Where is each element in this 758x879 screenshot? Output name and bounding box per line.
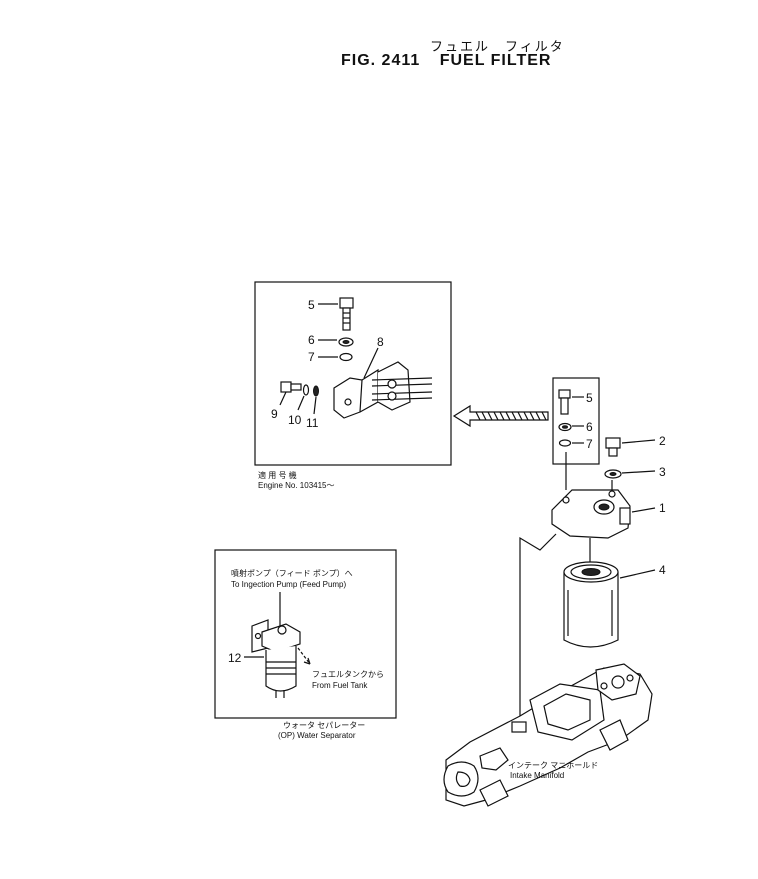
callout-5: 5 — [586, 391, 593, 405]
washer-6-inset — [318, 337, 354, 347]
callout-5-inset: 5 — [308, 298, 315, 312]
callout-1: 1 — [659, 501, 666, 515]
bracket-8 — [333, 347, 433, 419]
engine-label-japanese: 適 用 号 機 — [258, 470, 297, 480]
separator-frame — [214, 549, 397, 719]
figure-number: FIG. 2411 — [341, 52, 421, 69]
bolt-kit-frame — [552, 377, 600, 465]
tank-label-japanese: フュエルタンクから — [312, 670, 384, 679]
figure-title-japanese: フュエル フィルタ — [430, 39, 565, 54]
callout-6: 6 — [586, 420, 593, 434]
plug-2 — [605, 437, 656, 457]
tank-label: From Fuel Tank — [312, 681, 368, 690]
washer-10 — [297, 384, 310, 411]
bolt-kit-box — [552, 377, 600, 490]
direction-arrow — [452, 404, 549, 428]
washer-7-inset — [318, 352, 353, 362]
inset-water-separator — [214, 549, 397, 719]
washer-3 — [604, 469, 656, 496]
manifold-label-japanese: インテーク マニホールド — [508, 761, 598, 770]
inset-engine-variant: 5 6 7 8 9 10 11 — [254, 281, 452, 466]
bolt-5-inset — [318, 297, 354, 331]
pump-label: To Ingection Pump (Feed Pump) — [231, 580, 347, 589]
callout-11-inset: 11 — [306, 416, 319, 430]
callout-3: 3 — [659, 465, 666, 479]
callout-4: 4 — [659, 563, 666, 577]
separator-label-japanese: ウォータ セパレーター — [283, 721, 365, 730]
callout-9-inset: 9 — [271, 407, 278, 421]
inset-frame — [254, 281, 452, 466]
filter-cartridge-4 — [563, 561, 656, 648]
callout-10-inset: 10 — [288, 413, 302, 427]
callout-7: 7 — [586, 437, 593, 451]
washer-11 — [313, 385, 319, 415]
figure-title-english: FUEL FILTER — [439, 52, 552, 69]
mounting-leader-line — [519, 533, 557, 730]
intake-manifold — [443, 663, 653, 807]
callout-6-inset: 6 — [308, 333, 315, 347]
pump-label-japanese: 噴射ポンプ（フィード ポンプ）へ — [231, 568, 353, 578]
manifold-label: Intake Manifold — [510, 771, 564, 780]
figure-title: FIG. 2411 FUEL FILTER — [341, 52, 551, 70]
callout-7-inset: 7 — [308, 350, 315, 364]
engine-number-label: Engine No. 103415～ — [258, 481, 335, 490]
callout-2: 2 — [659, 434, 666, 448]
bolt-9 — [279, 381, 302, 406]
callout-12: 12 — [228, 651, 242, 665]
filter-head-1 — [551, 489, 656, 562]
separator-label: (OP) Water Separator — [278, 731, 356, 740]
callout-8-inset: 8 — [377, 335, 384, 349]
